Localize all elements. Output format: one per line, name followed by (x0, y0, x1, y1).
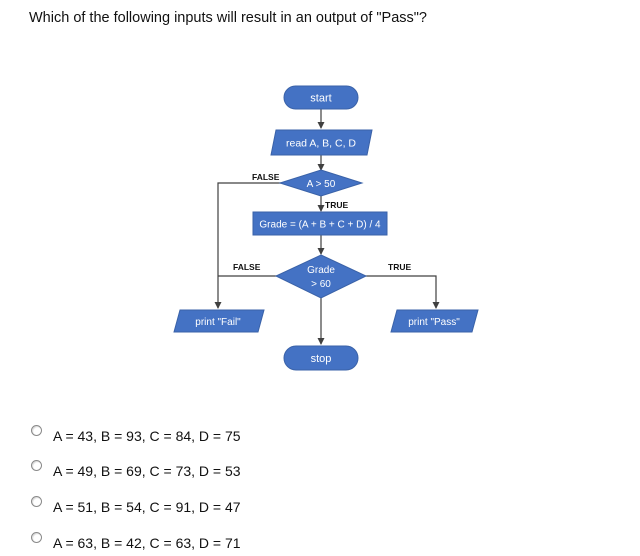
question-text: Which of the following inputs will resul… (29, 10, 427, 26)
answer-option-label: A = 49, B = 69, C = 73, D = 53 (53, 463, 241, 479)
grade-process (252, 211, 388, 236)
connector-decision1-false (214, 182, 281, 309)
decision1-true-label: TRUE (325, 200, 348, 210)
print-pass-label: print "Pass" (408, 317, 460, 328)
decision-grade-line1: Grade (307, 265, 335, 276)
read-input-shape (270, 129, 373, 156)
decision2-false-label: FALSE (233, 262, 261, 272)
start-label: start (310, 93, 331, 105)
decision-a-gt-50 (278, 169, 364, 197)
flowchart-connectors (214, 109, 440, 345)
answer-option-label: A = 63, B = 42, C = 63, D = 71 (53, 535, 241, 551)
stop-label: stop (311, 353, 332, 365)
radio-button[interactable] (31, 496, 42, 507)
start-terminal (283, 85, 359, 110)
answer-option-label: A = 43, B = 93, C = 84, D = 75 (53, 428, 241, 444)
decision-a-gt-50-label: A > 50 (307, 179, 336, 190)
decision1-false-label: FALSE (252, 172, 280, 182)
print-fail-label: print "Fail" (195, 317, 241, 328)
stop-terminal (283, 345, 359, 371)
print-pass-shape (390, 309, 479, 333)
decision-grade-line2: > 60 (311, 279, 331, 290)
print-fail-shape (173, 309, 265, 333)
radio-button[interactable] (31, 460, 42, 471)
radio-button[interactable] (31, 532, 42, 543)
answer-option-label: A = 51, B = 54, C = 91, D = 47 (53, 499, 241, 515)
decision2-true-label: TRUE (388, 262, 411, 272)
decision-grade-gt-60 (274, 254, 368, 299)
grade-process-label: Grade = (A + B + C + D) / 4 (259, 220, 381, 231)
radio-button[interactable] (31, 425, 42, 436)
connector-decision2-true (365, 275, 440, 309)
read-input-label: read A, B, C, D (286, 138, 356, 150)
